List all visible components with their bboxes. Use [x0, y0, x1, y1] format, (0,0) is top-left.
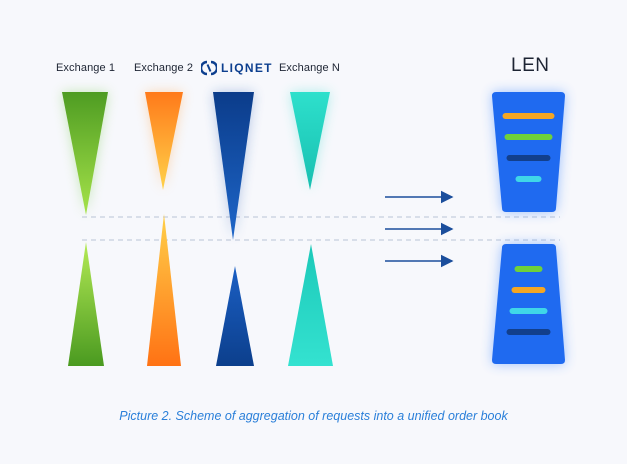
exchange-1-label: Exchange 1 — [56, 62, 116, 74]
liqnet-bid-cone — [216, 266, 254, 366]
len-bottom-bars — [506, 266, 551, 335]
len-top-bars — [502, 113, 555, 182]
exchange-2-bid-cone — [147, 214, 181, 366]
liqnet-wordmark: LIQNET — [221, 61, 273, 75]
liqnet-ask-cone — [213, 92, 254, 240]
figure-caption: Picture 2. Scheme of aggregation of requ… — [119, 409, 508, 423]
len-top-bar-4 — [515, 176, 542, 182]
exchange-n-column — [288, 92, 333, 366]
len-top-bar-1 — [502, 113, 555, 119]
len-label: LEN — [511, 55, 550, 76]
len-top-panel — [492, 92, 565, 212]
liqnet-logo: LIQNET — [201, 59, 273, 77]
len-top-bar-2 — [504, 134, 553, 140]
liqnet-column — [213, 92, 254, 366]
exchange-1-ask-cone — [62, 92, 108, 215]
exchange-1-bid-cone — [68, 242, 104, 366]
len-bottom-bar-4 — [506, 329, 551, 335]
exchange-n-bid-cone — [288, 244, 333, 366]
exchange-2-label: Exchange 2 — [134, 62, 194, 74]
len-order-book — [492, 92, 565, 364]
liqnet-logo-icon — [201, 60, 217, 76]
exchange-n-ask-cone — [290, 92, 330, 190]
exchange-2-ask-cone — [145, 92, 183, 190]
len-bottom-panel — [492, 244, 565, 364]
len-top-bar-3 — [506, 155, 551, 161]
exchange-2-column — [145, 92, 183, 366]
exchange-1-column — [62, 92, 108, 366]
exchange-n-label: Exchange N — [279, 62, 340, 74]
len-bottom-bar-3 — [509, 308, 548, 314]
len-bottom-bar-1 — [514, 266, 543, 272]
len-bottom-bar-2 — [511, 287, 546, 293]
